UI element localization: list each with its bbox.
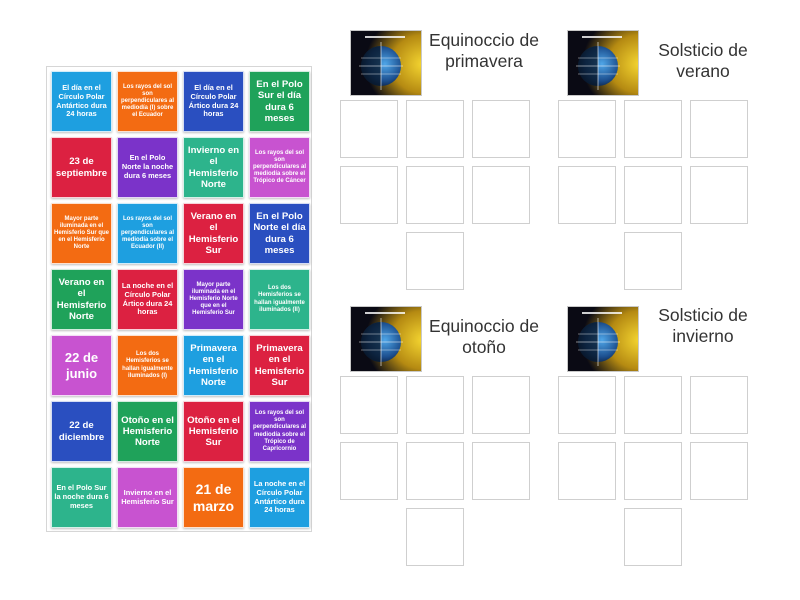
drop-slot[interactable] <box>624 508 682 566</box>
drop-slot[interactable] <box>406 442 464 500</box>
card-label: En el Polo Norte la noche dura 6 meses <box>121 153 174 180</box>
draggable-card[interactable]: Invierno en el Hemisferio Norte <box>183 137 244 198</box>
earth-sunlight-diagram-icon <box>567 306 639 372</box>
drop-slot[interactable] <box>406 508 464 566</box>
card-label: Los rayos del sol son perpendiculares al… <box>120 83 175 119</box>
card-label: 22 de junio <box>64 350 99 381</box>
card-label: Otoño en el Hemisferio Norte <box>121 414 174 449</box>
group-title: Equinoccio de otoño <box>429 316 539 357</box>
draggable-card[interactable]: Invierno en el Hemisferio Sur <box>117 467 178 528</box>
drop-slot[interactable] <box>406 166 464 224</box>
drop-slot[interactable] <box>472 442 530 500</box>
drop-slot[interactable] <box>558 442 616 500</box>
card-label: Primavera en el Hemisferio Sur <box>254 342 305 388</box>
drop-slot[interactable] <box>690 376 748 434</box>
draggable-card[interactable]: En el Polo Sur la noche dura 6 meses <box>51 467 112 528</box>
drop-slot[interactable] <box>624 232 682 290</box>
card-label: 22 de diciembre <box>58 420 105 443</box>
draggable-card[interactable]: En el Polo Norte el día dura 6 meses <box>249 203 310 264</box>
drop-slot[interactable] <box>690 442 748 500</box>
card-label: 23 de septiembre <box>55 156 108 179</box>
card-label: 21 de marzo <box>192 480 235 514</box>
earth-sunlight-diagram-icon <box>350 30 422 96</box>
draggable-card[interactable]: La noche en el Círculo Polar Antártico d… <box>249 467 310 528</box>
drop-slot[interactable] <box>690 166 748 224</box>
draggable-card[interactable]: Mayor parte iluminada en el Hemisferio N… <box>183 269 244 330</box>
drop-slot[interactable] <box>472 100 530 158</box>
draggable-card[interactable]: Verano en el Hemisferio Sur <box>183 203 244 264</box>
draggable-card[interactable]: Verano en el Hemisferio Norte <box>51 269 112 330</box>
drop-slot[interactable] <box>340 100 398 158</box>
drop-slot[interactable] <box>472 166 530 224</box>
card-label: En el Polo Sur el día dura 6 meses <box>256 78 303 124</box>
card-label: La noche en el Círculo Polar Antártico d… <box>253 479 306 515</box>
card-label: Primavera en el Hemisferio Norte <box>188 342 239 388</box>
draggable-card[interactable]: Los rayos del sol son perpendiculares al… <box>117 71 178 132</box>
drop-slot[interactable] <box>624 100 682 158</box>
card-label: Los dos Hemisferios se hallan igualmente… <box>254 285 305 313</box>
drop-slot[interactable] <box>624 376 682 434</box>
group-title: Solsticio de invierno <box>658 305 748 346</box>
draggable-card[interactable]: Primavera en el Hemisferio Norte <box>183 335 244 396</box>
draggable-card[interactable]: El día en el Círculo Polar Antártico dur… <box>51 71 112 132</box>
draggable-card[interactable]: Mayor parte iluminada en el Hemisferio S… <box>51 203 112 264</box>
draggable-card[interactable]: Los rayos del sol son perpendiculares al… <box>117 203 178 264</box>
drop-slot[interactable] <box>340 376 398 434</box>
drop-slot[interactable] <box>624 166 682 224</box>
card-label: Verano en el Hemisferio Sur <box>188 210 239 256</box>
card-label: La noche en el Círculo Polar Ártico dura… <box>121 281 174 317</box>
draggable-card[interactable]: Primavera en el Hemisferio Sur <box>249 335 310 396</box>
drop-slot[interactable] <box>558 100 616 158</box>
drop-slot[interactable] <box>624 442 682 500</box>
card-label: Los dos Hemisferios se hallan igualmente… <box>122 351 173 379</box>
drop-slot[interactable] <box>558 376 616 434</box>
card-label: Otoño en el Hemisferio Sur <box>187 414 240 449</box>
card-label: El día en el Círculo Polar Antártico dur… <box>56 83 107 119</box>
drop-slot[interactable] <box>340 442 398 500</box>
group-title: Solsticio de verano <box>658 40 748 81</box>
card-label: Los rayos del sol son perpendiculares al… <box>120 215 175 251</box>
draggable-card[interactable]: En el Polo Norte la noche dura 6 meses <box>117 137 178 198</box>
draggable-card[interactable]: 23 de septiembre <box>51 137 112 198</box>
card-label: El día en el Círculo Polar Ártico dura 2… <box>188 83 239 119</box>
card-label: Verano en el Hemisferio Norte <box>56 276 107 322</box>
group-title: Equinoccio de primavera <box>429 30 539 71</box>
draggable-card[interactable]: El día en el Círculo Polar Ártico dura 2… <box>183 71 244 132</box>
card-label: Invierno en el Hemisferio Sur <box>121 487 174 506</box>
drop-slot[interactable] <box>406 376 464 434</box>
earth-sunlight-diagram-icon <box>350 306 422 372</box>
drop-slot[interactable] <box>690 100 748 158</box>
drop-slot[interactable] <box>472 376 530 434</box>
draggable-card[interactable]: La noche en el Círculo Polar Ártico dura… <box>117 269 178 330</box>
card-label: Mayor parte iluminada en el Hemisferio S… <box>54 215 110 251</box>
card-label: En el Polo Norte el día dura 6 meses <box>253 210 306 256</box>
drop-slot[interactable] <box>406 232 464 290</box>
draggable-card[interactable]: Otoño en el Hemisferio Sur <box>183 401 244 462</box>
draggable-card[interactable]: Los rayos del sol son perpendiculares al… <box>249 401 310 462</box>
drop-slot[interactable] <box>406 100 464 158</box>
earth-sunlight-diagram-icon <box>567 30 639 96</box>
draggable-card[interactable]: En el Polo Sur el día dura 6 meses <box>249 71 310 132</box>
draggable-card[interactable]: 21 de marzo <box>183 467 244 528</box>
draggable-card[interactable]: Otoño en el Hemisferio Norte <box>117 401 178 462</box>
draggable-card[interactable]: Los rayos del sol son perpendiculares al… <box>249 137 310 198</box>
draggable-card[interactable]: 22 de diciembre <box>51 401 112 462</box>
draggable-card[interactable]: 22 de junio <box>51 335 112 396</box>
card-label: Los rayos del sol son perpendiculares al… <box>252 410 307 452</box>
card-label: Invierno en el Hemisferio Norte <box>187 144 240 190</box>
draggable-card[interactable]: Los dos Hemisferios se hallan igualmente… <box>117 335 178 396</box>
card-label: Los rayos del sol son perpendiculares al… <box>252 149 307 185</box>
drop-slot[interactable] <box>340 166 398 224</box>
card-label: En el Polo Sur la noche dura 6 meses <box>54 483 109 510</box>
draggable-card[interactable]: Los dos Hemisferios se hallan igualmente… <box>249 269 310 330</box>
card-label: Mayor parte iluminada en el Hemisferio N… <box>189 281 238 317</box>
drop-slot[interactable] <box>558 166 616 224</box>
